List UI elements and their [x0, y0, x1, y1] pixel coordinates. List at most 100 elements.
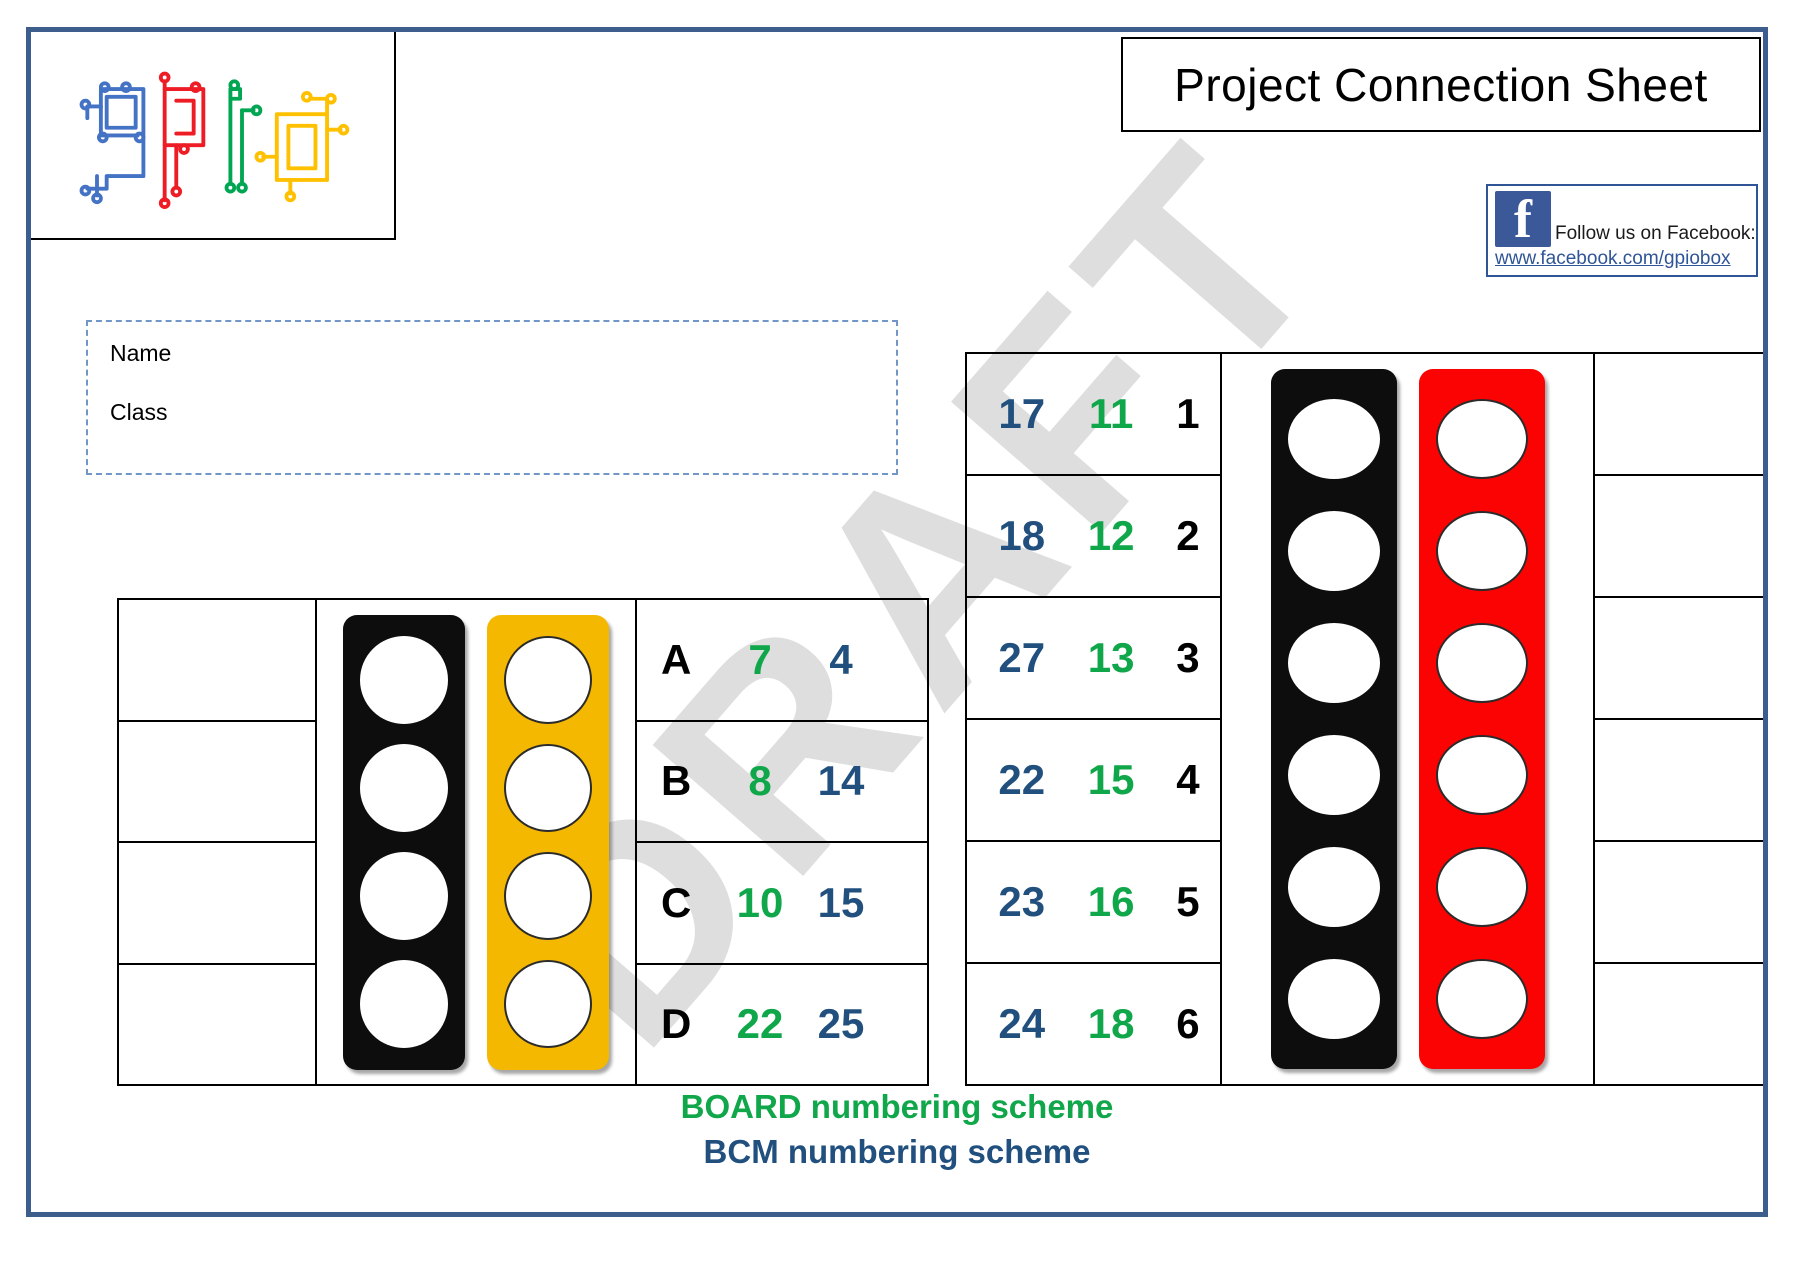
board-number: 10: [736, 878, 784, 926]
connector-hole[interactable]: [360, 851, 448, 940]
bcm-number: 23: [998, 878, 1046, 925]
connector-hole[interactable]: [1435, 511, 1528, 591]
connector-hole[interactable]: [504, 851, 592, 940]
table-row: C 10 15: [637, 841, 927, 963]
table-row: 17 11 1: [967, 354, 1220, 474]
bcm-number: 14: [817, 757, 865, 805]
connector-hole[interactable]: [360, 744, 448, 833]
facebook-link-box[interactable]: Follow us on Facebook: www.facebook.com/…: [1486, 184, 1758, 277]
row-label: D: [661, 1000, 692, 1048]
table-row[interactable]: [1595, 596, 1763, 718]
right-strip-group: [1222, 354, 1593, 1084]
table-row: B 8 14: [637, 719, 927, 842]
board-number: 13: [1087, 634, 1135, 681]
bcm-number: 22: [998, 756, 1046, 803]
logo-box: [31, 32, 396, 240]
bcm-number: 18: [998, 512, 1046, 559]
connector-hole[interactable]: [1435, 623, 1528, 703]
red-connector-strip[interactable]: [1418, 369, 1545, 1069]
connector-hole[interactable]: [1287, 511, 1380, 591]
connector-hole[interactable]: [360, 636, 448, 725]
yellow-connector-strip[interactable]: [487, 614, 609, 1070]
table-row: 24 18 6: [967, 962, 1220, 1084]
gpio-logo-icon: [79, 71, 349, 209]
facebook-follow-label: Follow us on Facebook:: [1555, 223, 1756, 244]
table-row[interactable]: [119, 600, 315, 720]
table-row: A 7 4: [637, 600, 927, 720]
bcm-number: 17: [998, 390, 1046, 437]
connector-hole[interactable]: [1435, 735, 1528, 815]
pin-number: 3: [1176, 634, 1200, 681]
table-row[interactable]: [1595, 354, 1763, 474]
bcm-number: 25: [817, 1000, 865, 1048]
pin-number: 2: [1176, 512, 1200, 559]
pin-number: 6: [1176, 1000, 1200, 1047]
right-notes-column: [1593, 354, 1763, 1084]
connector-hole[interactable]: [360, 959, 448, 1048]
left-pin-column: A 7 4 B 8 14 C 10 15 D 22 25: [635, 600, 927, 1084]
legend-bcm-scheme: BCM numbering scheme: [703, 1132, 1091, 1170]
table-row[interactable]: [1595, 718, 1763, 840]
page-title-text: Project Connection Sheet: [1174, 58, 1708, 111]
board-number: 12: [1087, 512, 1135, 559]
class-label: Class: [110, 399, 168, 425]
pin-number: 4: [1176, 756, 1200, 803]
bcm-number: 24: [998, 1000, 1046, 1047]
board-number: 8: [748, 757, 772, 805]
board-number: 16: [1087, 878, 1135, 925]
board-number: 22: [736, 1000, 784, 1048]
table-row: 23 16 5: [967, 840, 1220, 962]
legend-board-scheme: BOARD numbering scheme: [680, 1088, 1114, 1125]
pin-number: 1: [1176, 390, 1200, 437]
connector-hole[interactable]: [1435, 959, 1528, 1039]
student-details-box[interactable]: Name Class: [86, 320, 898, 475]
connection-sheet-page: DRAFT: [26, 27, 1768, 1217]
table-row[interactable]: [119, 719, 315, 842]
connector-hole[interactable]: [1435, 399, 1528, 479]
connector-hole[interactable]: [1287, 735, 1380, 815]
facebook-icon: [1495, 191, 1551, 247]
facebook-url-link[interactable]: www.facebook.com/gpiobox: [1495, 248, 1731, 269]
connector-hole[interactable]: [1435, 847, 1528, 927]
bcm-number: 27: [998, 634, 1046, 681]
row-label: A: [661, 635, 692, 683]
black-connector-strip[interactable]: [343, 614, 465, 1070]
table-row: D 22 25: [637, 962, 927, 1085]
table-row[interactable]: [119, 841, 315, 963]
table-row[interactable]: [1595, 474, 1763, 596]
right-connector-column: [1220, 354, 1593, 1084]
connector-hole[interactable]: [504, 959, 592, 1048]
right-connection-table: 17 11 1 18 12 2 27 13 3 22 15 4: [965, 352, 1763, 1086]
bcm-number: 4: [829, 635, 853, 683]
table-row[interactable]: [1595, 840, 1763, 962]
table-row[interactable]: [1595, 962, 1763, 1084]
board-number: 15: [1087, 756, 1135, 803]
table-row[interactable]: [119, 962, 315, 1085]
left-strip-group: [317, 600, 635, 1084]
table-row: 27 13 3: [967, 596, 1220, 718]
page-footer: © GPIO Support Services Ltd MMXVII E & O…: [31, 27, 1763, 32]
left-connection-table: A 7 4 B 8 14 C 10 15 D 22 25: [117, 598, 929, 1086]
connector-hole[interactable]: [1287, 847, 1380, 927]
name-label: Name: [110, 340, 172, 366]
connector-hole[interactable]: [504, 636, 592, 725]
left-connector-column: [315, 600, 635, 1084]
connector-hole[interactable]: [1287, 623, 1380, 703]
board-number: 18: [1087, 1000, 1135, 1047]
bcm-number: 15: [817, 878, 865, 926]
table-row: 22 15 4: [967, 718, 1220, 840]
connector-hole[interactable]: [504, 744, 592, 833]
row-label: B: [661, 757, 692, 805]
numbering-scheme-legend: BOARD numbering scheme BCM numbering sch…: [31, 1085, 1763, 1174]
connector-hole[interactable]: [1287, 399, 1380, 479]
table-row: 18 12 2: [967, 474, 1220, 596]
row-label: C: [661, 878, 692, 926]
pin-number: 5: [1176, 878, 1200, 925]
board-number: 11: [1088, 390, 1134, 437]
right-pin-column: 17 11 1 18 12 2 27 13 3 22 15 4: [967, 354, 1220, 1084]
left-notes-column: [119, 600, 315, 1084]
board-number: 7: [748, 635, 772, 683]
page-title: Project Connection Sheet: [1121, 37, 1761, 132]
black-connector-strip[interactable]: [1270, 369, 1397, 1069]
connector-hole[interactable]: [1287, 959, 1380, 1039]
